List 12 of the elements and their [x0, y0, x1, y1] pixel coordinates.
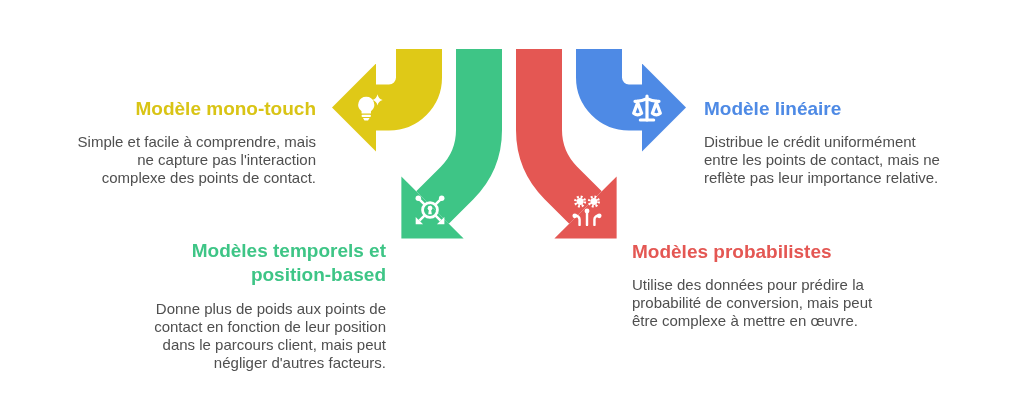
heading: Modèles probabilistes [632, 240, 832, 264]
heading: Modèle mono-touch [135, 97, 316, 121]
description: Donne plus de poids aux points de contact en fonction de leur position dans le parcours client, mais peut négliger d'autres facteurs. [153, 300, 386, 372]
curved-arrow [332, 49, 442, 152]
description: Distribue le crédit uniformément entre les points de contact, mais ne reflète pas leur importance relative. [704, 133, 941, 187]
description: Simple et facile à comprendre, mais ne capture pas l'interaction complexe des points de contact. [76, 133, 316, 187]
curved-arrow [576, 49, 686, 152]
curved-arrow [516, 49, 617, 239]
curved-arrow [401, 49, 502, 239]
heading: Modèle linéaire [704, 97, 842, 121]
description: Utilise des données pour prédire la probabilité de conversion, mais peut être complexe à mettre en œuvre. [632, 276, 874, 330]
heading: Modèles temporels et position-based [190, 239, 386, 287]
